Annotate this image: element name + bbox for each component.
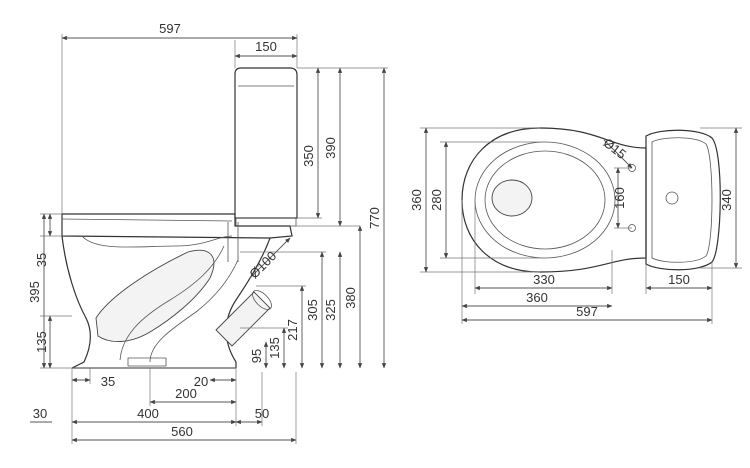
dim-bowl-opening-width: 280 <box>429 189 444 211</box>
side-dimension-lines <box>30 35 387 443</box>
dim-tank-base-height: 380 <box>343 287 358 309</box>
top-view: 360 280 340 160 Ø15 330 360 150 597 <box>409 127 742 324</box>
dim-base-length: 560 <box>171 424 193 439</box>
dim-tank-depth-top: 150 <box>668 272 690 287</box>
dim-foot-overhang: 30 <box>33 406 47 421</box>
bowl-body <box>61 213 293 369</box>
side-dimension-labels: 597 150 350 390 770 380 325 305 217 135 … <box>27 21 382 439</box>
cistern-tank <box>234 67 298 227</box>
dim-mount-span: 400 <box>137 406 159 421</box>
top-dimension-labels: 360 280 340 160 Ø15 330 360 150 597 <box>409 135 734 319</box>
dim-overall-length: 597 <box>576 304 598 319</box>
dim-tank-seat-height: 325 <box>323 299 338 321</box>
dim-rim-height: 395 <box>27 281 42 303</box>
dim-rear-offset: 50 <box>255 406 269 421</box>
top-extension-lines <box>420 127 742 324</box>
side-extension-lines <box>40 34 388 444</box>
dim-foot-offset: 35 <box>101 374 115 389</box>
dim-bowl-length: 360 <box>526 290 548 305</box>
dim-rim-thickness: 35 <box>34 253 49 267</box>
side-view: 597 150 350 390 770 380 325 305 217 135 … <box>27 21 388 444</box>
dim-outlet-center-height: 217 <box>285 319 300 341</box>
top-dimension-lines <box>423 127 739 323</box>
dim-base-inset-height: 135 <box>34 331 49 353</box>
dim-tank-width: 340 <box>719 189 734 211</box>
dim-tank-depth: 150 <box>255 39 277 54</box>
dim-outlet-bottom-height: 95 <box>249 349 264 363</box>
dim-outlet-top-height: 305 <box>305 299 320 321</box>
top-outline <box>461 127 721 273</box>
dim-outlet-height: 135 <box>267 337 282 359</box>
dim-bowl-opening-length: 330 <box>533 272 555 287</box>
dim-outlet-offset: 20 <box>194 374 208 389</box>
dim-tank-hole-spacing: 160 <box>612 187 627 209</box>
dim-overall-depth: 597 <box>159 21 181 36</box>
dim-tank-height: 350 <box>301 145 316 167</box>
dim-overall-width: 360 <box>409 189 424 211</box>
dim-total-height: 770 <box>367 207 382 229</box>
dim-tank-top-height: 390 <box>323 137 338 159</box>
dim-outlet-to-rear: 200 <box>175 386 197 401</box>
